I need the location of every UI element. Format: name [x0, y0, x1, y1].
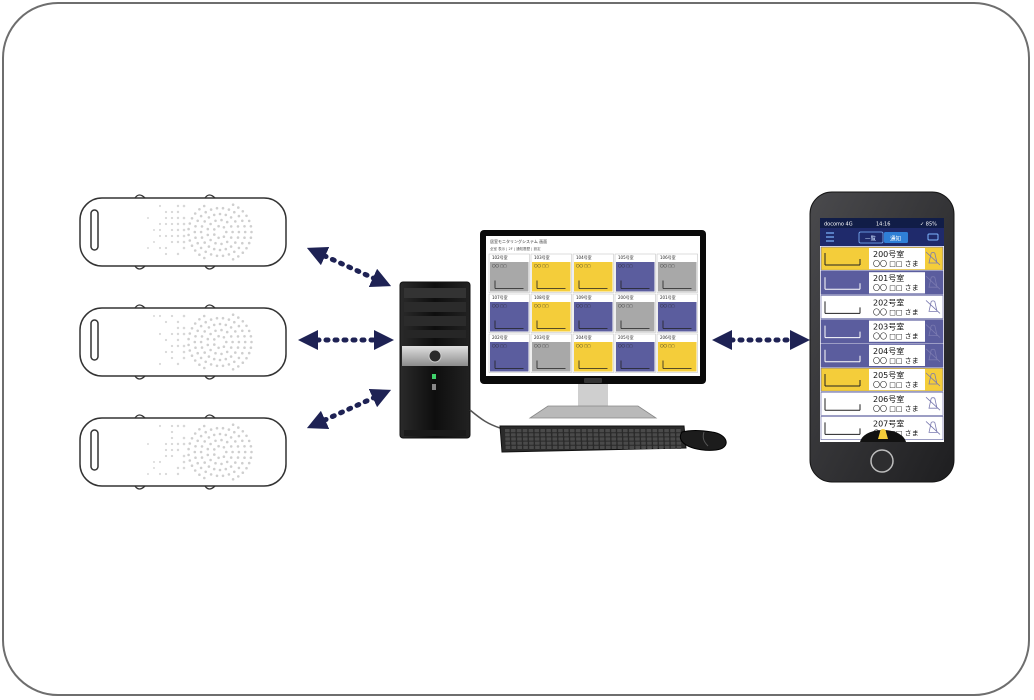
phone-room-name: 〇〇 □□ さま [873, 357, 919, 365]
monitor-room-name: 〇〇 □□ [534, 303, 549, 308]
monitor-room-tile[interactable]: 108号室〇〇 □□ [531, 294, 572, 333]
monitor-room-name: 〇〇 □□ [576, 263, 591, 268]
phone-room-row[interactable]: 201号室〇〇 □□ さま [821, 271, 943, 294]
monitor-room-tile[interactable]: 102号室〇〇 □□ [489, 254, 530, 293]
phone-room-name: 〇〇 □□ さま [873, 333, 919, 341]
monitor-room-label: 204号室 [576, 334, 592, 340]
monitor-room-label: 202号室 [492, 334, 508, 340]
phone-room-number: 205号室 [873, 370, 904, 380]
monitor-room-tile[interactable]: 200号室〇〇 □□ [615, 294, 656, 333]
monitor-room-label: 200号室 [618, 294, 634, 300]
phone-room-name: 〇〇 □□ さま [873, 381, 919, 389]
monitor-room-tile[interactable]: 203号室〇〇 □□ [531, 334, 572, 373]
monitor-room-tile[interactable]: 104号室〇〇 □□ [573, 254, 614, 293]
monitor-room-tile[interactable]: 204号室〇〇 □□ [573, 334, 614, 373]
bed-sensor-pad-icon [80, 198, 286, 266]
monitor-room-name: 〇〇 □□ [618, 343, 633, 348]
phone-time: 14:16 [876, 222, 890, 228]
phone-battery: ✓ 85% [920, 222, 937, 228]
phone-room-name: 〇〇 □□ さま [873, 308, 919, 316]
monitor-room-label: 205号室 [618, 334, 634, 340]
monitor-room-label: 106号室 [660, 254, 676, 260]
phone-room-number: 204号室 [873, 346, 904, 356]
monitor-room-label: 104号室 [576, 254, 592, 260]
monitor-room-tile[interactable]: 106号室〇〇 □□ [657, 254, 698, 293]
bed-sensor-pad-icon [80, 308, 286, 376]
monitor-room-tile[interactable]: 103号室〇〇 □□ [531, 254, 572, 293]
phone-room-number: 206号室 [873, 394, 904, 404]
monitor-title: 居室モニタリングシステム 画面 [490, 238, 547, 244]
desktop-computer-icon [400, 282, 470, 438]
monitor-room-label: 206号室 [660, 334, 676, 340]
monitor-room-name: 〇〇 □□ [660, 263, 675, 268]
arrow-sensor1-computer [316, 252, 382, 282]
mouse-icon [680, 431, 726, 451]
phone-room-row[interactable]: 204号室〇〇 □□ さま [821, 344, 943, 367]
monitor-room-name: 〇〇 □□ [660, 303, 675, 308]
bed-sensor-3 [80, 415, 286, 489]
monitor-room-name: 〇〇 □□ [534, 343, 549, 348]
monitor: 居室モニタリングシステム 画面 全室 表示 | 2F | 通知履歴 | 設定 1… [480, 230, 706, 418]
phone-room-name: 〇〇 □□ さま [873, 284, 919, 292]
monitor-room-tile[interactable]: 109号室〇〇 □□ [573, 294, 614, 333]
monitor-room-name: 〇〇 □□ [492, 263, 507, 268]
monitor-room-tile[interactable]: 202号室〇〇 □□ [489, 334, 530, 373]
monitor-room-name: 〇〇 □□ [576, 303, 591, 308]
monitor-room-name: 〇〇 □□ [660, 343, 675, 348]
phone-room-number: 200号室 [873, 249, 904, 259]
monitor-room-name: 〇〇 □□ [492, 343, 507, 348]
phone-room-row[interactable]: 203号室〇〇 □□ さま [821, 320, 943, 343]
bed-sensor-1 [80, 195, 286, 269]
monitor-room-name: 〇〇 □□ [492, 303, 507, 308]
monitor-room-name: 〇〇 □□ [618, 303, 633, 308]
bed-sensor-2 [80, 305, 286, 379]
monitor-room-tile[interactable]: 107号室〇〇 □□ [489, 294, 530, 333]
monitor-room-label: 108号室 [534, 294, 550, 300]
monitor-room-tile[interactable]: 105号室〇〇 □□ [615, 254, 656, 293]
monitor-room-label: 103号室 [534, 254, 550, 260]
monitor-room-tile[interactable]: 206号室〇〇 □□ [657, 334, 698, 373]
monitor-room-label: 107号室 [492, 294, 508, 300]
phone-room-row[interactable]: 202号室〇〇 □□ さま [821, 295, 943, 318]
phone-carrier: docomo 4G [824, 222, 853, 228]
monitor-room-label: 201号室 [660, 294, 676, 300]
monitor-room-name: 〇〇 □□ [534, 263, 549, 268]
svg-text:通知: 通知 [890, 235, 901, 243]
phone-room-name: 〇〇 □□ さま [873, 260, 919, 268]
monitor-room-name: 〇〇 □□ [576, 343, 591, 348]
phone-room-number: 202号室 [873, 297, 904, 307]
monitor-room-label: 203号室 [534, 334, 550, 340]
svg-text:一覧: 一覧 [865, 235, 877, 243]
monitor-room-label: 105号室 [618, 254, 634, 260]
phone-room-row[interactable]: 206号室〇〇 □□ さま [821, 392, 943, 415]
phone-room-name: 〇〇 □□ さま [873, 405, 919, 413]
home-button[interactable] [871, 450, 893, 472]
phone-room-row[interactable]: 205号室〇〇 □□ さま [821, 368, 943, 391]
monitor-room-label: 102号室 [492, 254, 508, 260]
monitor-room-grid: 102号室〇〇 □□103号室〇〇 □□104号室〇〇 □□105号室〇〇 □□… [489, 254, 698, 373]
phone-room-row[interactable]: 200号室〇〇 □□ さま [821, 247, 943, 270]
bed-sensor-pad-icon [80, 418, 286, 486]
monitor-room-label: 109号室 [576, 294, 592, 300]
keyboard-icon [500, 426, 686, 452]
monitor-room-tile[interactable]: 201号室〇〇 □□ [657, 294, 698, 333]
monitor-room-tile[interactable]: 205号室〇〇 □□ [615, 334, 656, 373]
smartphone-icon: docomo 4G 14:16 ✓ 85% 一覧 通知 200号室〇〇 □□ さ… [810, 192, 954, 482]
phone-room-number: 207号室 [873, 418, 904, 428]
phone-room-number: 201号室 [873, 273, 904, 283]
monitor-room-name: 〇〇 □□ [618, 263, 633, 268]
monitor-tabs: 全室 表示 | 2F | 通知履歴 | 設定 [490, 246, 541, 251]
phone-room-number: 203号室 [873, 322, 904, 332]
arrow-sensor3-computer [316, 394, 382, 424]
